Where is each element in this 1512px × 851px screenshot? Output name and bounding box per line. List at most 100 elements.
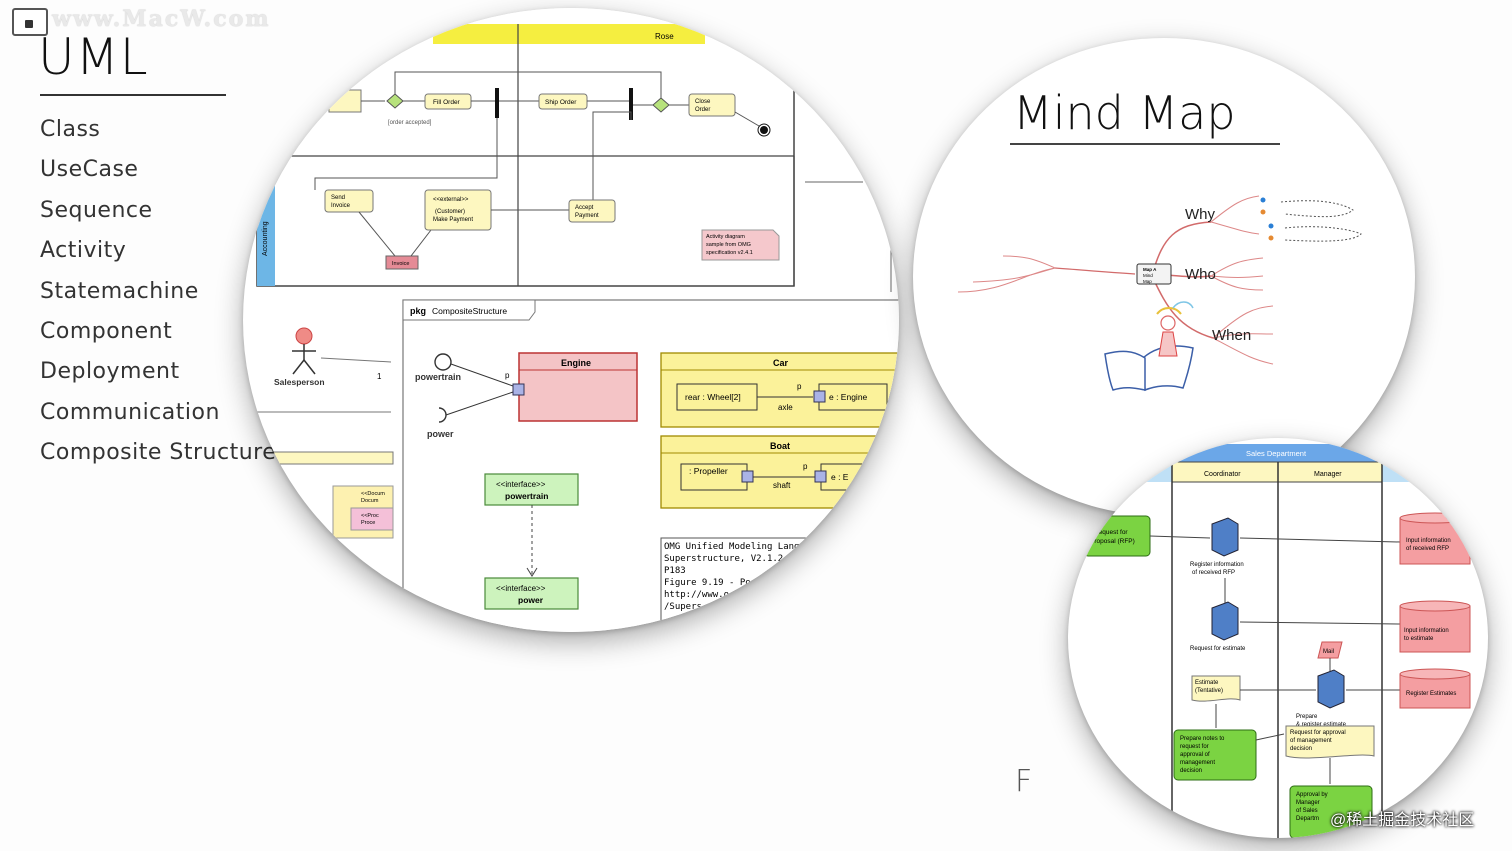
memo-line-5: decision xyxy=(1180,768,1202,774)
reference-line-2: Superstructure, V2.1.2 xyxy=(664,554,783,564)
class-stub-4: Proce xyxy=(361,520,375,526)
interface-stereotype-2: <<interface>> xyxy=(496,584,546,593)
uml-diagram-circle: Rose Accounting Fill Order [order accept… xyxy=(243,8,899,632)
rfp-database xyxy=(1399,517,1471,565)
list-item-usecase: UseCase xyxy=(40,157,139,183)
input-rfp-line-1: Input information xyxy=(1406,538,1451,544)
boat-port-label: p xyxy=(803,462,808,471)
register-line-1: Register information xyxy=(1190,562,1244,568)
powertrain-interface-label: powertrain xyxy=(505,491,548,501)
power-interface-label: power xyxy=(518,595,544,605)
send-invoice-action xyxy=(324,189,374,213)
list-item-composite-structure: Composite Structure xyxy=(40,440,277,466)
boat-propeller-label: : Propeller xyxy=(689,466,728,476)
class-stub-1: <<Docum xyxy=(361,491,385,497)
pkg-keyword: pkg xyxy=(410,306,426,316)
approval-line-2: Manager xyxy=(1296,800,1320,806)
mind-map-center-node xyxy=(1136,263,1172,285)
car-engine-label: e : Engine xyxy=(829,392,868,402)
pool-header xyxy=(1138,444,1488,462)
mail-object xyxy=(1317,641,1343,659)
order-label: Order xyxy=(695,107,710,113)
rfp-task xyxy=(1083,515,1151,557)
car-label: Car xyxy=(773,358,789,368)
send-label: Send xyxy=(331,195,345,201)
branch-who: Who xyxy=(1185,266,1216,283)
watermark: www.MacW.com xyxy=(52,6,271,32)
boat-engine-label: e : E xyxy=(831,472,849,482)
car-port-label: p xyxy=(797,382,802,391)
merge-node xyxy=(652,97,670,113)
approval-request-line-2: of management xyxy=(1290,738,1332,744)
guard-label: [order accepted] xyxy=(388,120,432,126)
customer-label: (Customer) xyxy=(435,209,465,215)
reference-note xyxy=(660,537,832,632)
screen-recorder-icon xyxy=(12,8,48,36)
power-label: power xyxy=(427,429,454,439)
reference-line-6: /Supers xyxy=(664,602,702,612)
estimate-line-1: Estimate xyxy=(1195,680,1219,686)
lane-manager: Manager xyxy=(1314,471,1342,478)
close-order-action xyxy=(688,93,736,117)
diagram-type-list: Class UseCase Sequence Activity Statemac… xyxy=(40,114,276,478)
center-text-3: Map xyxy=(1143,279,1152,284)
pool-label: Sales Department xyxy=(1246,449,1307,458)
list-item-statemachine: Statemachine xyxy=(40,278,199,304)
invoice-label: Invoice xyxy=(331,203,351,209)
car-axle-label: axle xyxy=(778,403,793,412)
rfp-line-1: Request for xyxy=(1094,529,1128,536)
car-engine-part xyxy=(818,383,888,411)
input-estimate-line-2: to estimate xyxy=(1404,636,1434,642)
reading-child-illustration-icon xyxy=(1104,301,1194,392)
boat-label: Boat xyxy=(770,441,790,451)
accounting-lane xyxy=(257,168,275,286)
center-text-2: Mind xyxy=(1143,273,1153,278)
branch-when: When xyxy=(1212,327,1251,344)
class-stub-3: <<Proc xyxy=(361,513,379,519)
request-approval-document xyxy=(1285,725,1375,759)
reference-line-4: Figure 9.19 - Po xyxy=(664,578,751,588)
title-underline xyxy=(40,94,226,96)
prepare-memo-task xyxy=(1173,729,1257,781)
approval-request-line-3: decision xyxy=(1290,746,1312,752)
boat-shaft-label: shaft xyxy=(773,481,791,490)
mind-map-drawing: Map A Mind Map Why Who When xyxy=(957,195,1362,392)
page-title: UML xyxy=(38,28,149,86)
input-rfp-line-2: of received RFP xyxy=(1406,546,1449,552)
register-line-2: of received RFP xyxy=(1192,570,1235,576)
accounting-lane-label: Accounting xyxy=(262,221,269,256)
estimate-line-2: (Tentative) xyxy=(1195,688,1223,694)
request-estimate-pc-icon xyxy=(1211,601,1239,641)
accept-label: Accept xyxy=(575,205,594,211)
car-rear-label: rear : Wheel[2] xyxy=(685,392,741,402)
engine-label: Engine xyxy=(561,358,591,368)
ship-order-label: Ship Order xyxy=(545,99,577,106)
list-item-component: Component xyxy=(40,318,173,344)
register-estimates-label: Register Estimates xyxy=(1406,691,1456,697)
bpmn-circle: Sales Department Coordinator Manager Req… xyxy=(1068,438,1488,838)
invoice-object-label: Invoice xyxy=(392,261,409,267)
join-bar xyxy=(629,88,633,120)
bpmn-drawing: Sales Department Coordinator Manager Req… xyxy=(1083,444,1488,838)
list-item-sequence: Sequence xyxy=(40,197,153,223)
prepare-line-1: Prepare xyxy=(1296,714,1318,720)
memo-line-4: management xyxy=(1180,760,1215,766)
make-payment-label: Make Payment xyxy=(433,217,473,223)
engine-port xyxy=(512,383,525,396)
memo-line-2: request for xyxy=(1180,744,1209,750)
close-label: Close xyxy=(695,99,711,105)
credit-watermark: @稀土掘金技术社区 xyxy=(1330,812,1475,829)
reference-line-5: http://www.o xyxy=(664,590,729,600)
rfp-line-2: Proposal (RFP) xyxy=(1090,538,1135,545)
approval-line-3: of Sales xyxy=(1296,808,1318,814)
swimlane-label: Rose xyxy=(655,32,674,41)
input-estimate-line-1: Input information xyxy=(1404,628,1449,634)
list-item-communication: Communication xyxy=(40,399,220,425)
mind-map-title: Mind Map xyxy=(1013,86,1236,140)
approval-line-1: Approval by xyxy=(1296,792,1328,798)
reference-line-3: P183 xyxy=(664,566,686,576)
accept-payment-action xyxy=(568,199,616,223)
invoice-object xyxy=(385,255,419,270)
prepare-estimate-pc-icon xyxy=(1317,669,1345,709)
mind-map-underline xyxy=(1010,143,1280,145)
